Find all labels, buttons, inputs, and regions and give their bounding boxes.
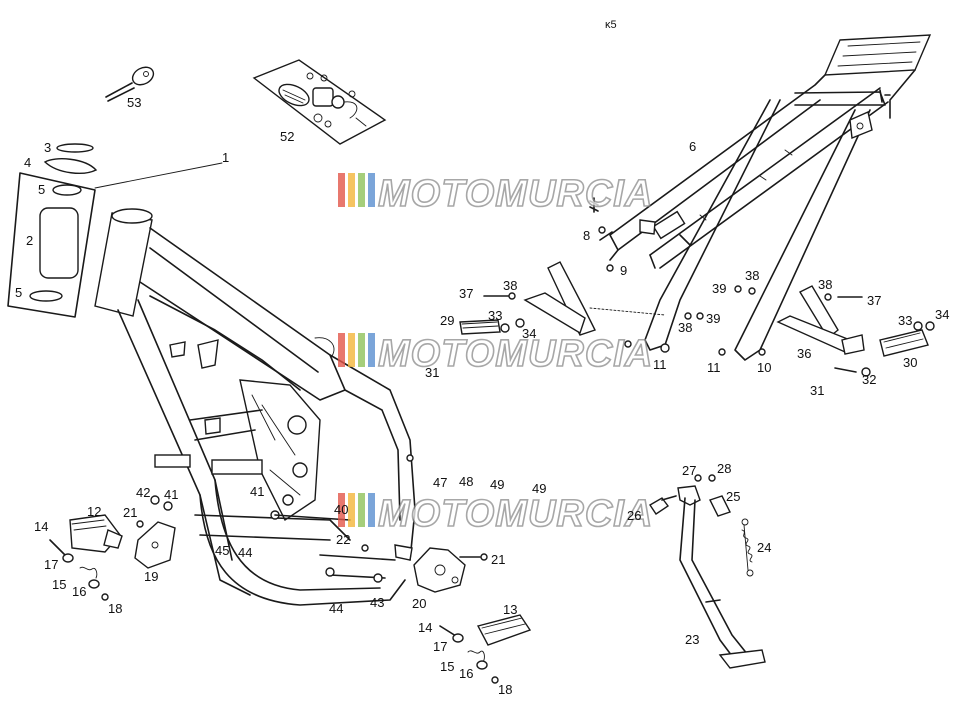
callout-18: 18: [108, 601, 122, 616]
callout-2: 2: [26, 233, 33, 248]
side-stand-drawing: [649, 474, 766, 669]
callout-17: 17: [44, 557, 58, 572]
callout-23: 23: [685, 632, 699, 647]
callout-32: 32: [862, 372, 876, 387]
callout-45: 45: [215, 543, 229, 558]
watermark-stripe-green: [358, 333, 365, 367]
callout-11: 11: [653, 357, 667, 372]
callout-25: 25: [726, 489, 740, 504]
watermark-stripe-orange: [348, 333, 355, 367]
callout-13: 13: [503, 602, 517, 617]
callout-19: 19: [144, 569, 158, 584]
callout-27: 27: [682, 463, 696, 478]
callout-47: 47: [433, 475, 447, 490]
callout-9: 9: [620, 263, 627, 278]
figure-mark: ĸ5: [605, 19, 617, 31]
passenger-footpeg-parts-drawing: [459, 197, 935, 377]
watermark-stripe-blue: [368, 333, 375, 367]
callout-36: 36: [797, 346, 811, 361]
callout-30: 30: [903, 355, 917, 370]
steering-bearing-parts-drawing: [7, 143, 223, 318]
callout-6: 6: [689, 139, 696, 154]
callout-8: 8: [583, 228, 590, 243]
callout-15: 15: [52, 577, 66, 592]
main-frame-drawing: [94, 208, 416, 606]
callout-10: 10: [757, 360, 771, 375]
callout-39: 39: [712, 281, 726, 296]
callout-28: 28: [717, 461, 731, 476]
watermark-top: MOTOMURCIA: [338, 172, 653, 216]
callout-5: 5: [15, 285, 22, 300]
callout-38: 38: [503, 278, 517, 293]
callout-21: 21: [123, 505, 137, 520]
callout-24: 24: [757, 540, 771, 555]
callout-29: 29: [440, 313, 454, 328]
watermark-stripe-red: [338, 173, 345, 207]
callout-16: 16: [459, 666, 473, 681]
callout-34: 34: [522, 326, 536, 341]
callout-37: 37: [459, 286, 473, 301]
callout-18: 18: [498, 682, 512, 697]
callout-12: 12: [87, 504, 101, 519]
watermark-stripe-red: [338, 333, 345, 367]
callout-31: 31: [810, 383, 824, 398]
right-footpeg-assembly-drawing: [413, 547, 532, 684]
callout-38: 38: [745, 268, 759, 283]
callout-14: 14: [418, 620, 432, 635]
watermark-stripe-green: [358, 493, 365, 527]
callout-41: 41: [250, 484, 264, 499]
callout-20: 20: [412, 596, 426, 611]
callout-48: 48: [459, 474, 473, 489]
watermark-text: MOTOMURCIA: [378, 493, 653, 535]
watermark-middle: MOTOMURCIA: [338, 332, 653, 376]
callout-37: 37: [867, 293, 881, 308]
callout-26: 26: [627, 508, 641, 523]
callout-15: 15: [440, 659, 454, 674]
watermark-stripe-blue: [368, 173, 375, 207]
ignition-key-drawing: [105, 66, 155, 102]
rear-subframe-drawing: [599, 34, 932, 361]
callout-38: 38: [678, 320, 692, 335]
callout-22: 22: [336, 532, 350, 547]
callout-34: 34: [935, 307, 949, 322]
callout-3: 3: [44, 140, 51, 155]
callout-44: 44: [238, 545, 252, 560]
callout-38: 38: [818, 277, 832, 292]
watermark-text: MOTOMURCIA: [378, 173, 653, 215]
watermark-stripe-orange: [348, 493, 355, 527]
left-footpeg-assembly-drawing: [49, 495, 176, 601]
callout-43: 43: [370, 595, 384, 610]
callout-33: 33: [898, 313, 912, 328]
callout-21: 21: [491, 552, 505, 567]
watermark-stripe-orange: [348, 173, 355, 207]
lock-set-kit-drawing: [252, 59, 387, 145]
callout-42: 42: [136, 485, 150, 500]
watermark-text: MOTOMURCIA: [378, 333, 653, 375]
watermark-bottom: MOTOMURCIA: [338, 492, 653, 536]
callout-53: 53: [127, 95, 141, 110]
callout-14: 14: [34, 519, 48, 534]
callout-52: 52: [280, 129, 294, 144]
watermark-stripe-red: [338, 493, 345, 527]
watermark-stripe-blue: [368, 493, 375, 527]
watermark-stripe-green: [358, 173, 365, 207]
callout-40: 40: [334, 502, 348, 517]
callout-17: 17: [433, 639, 447, 654]
callout-41: 41: [164, 487, 178, 502]
callout-5: 5: [38, 182, 45, 197]
callout-44: 44: [329, 601, 343, 616]
callout-39: 39: [706, 311, 720, 326]
callout-labels: 1 2 3 4 5 5 6 8 9 10 11 11 12 13 14 14 1…: [15, 95, 949, 697]
callout-16: 16: [72, 584, 86, 599]
callout-33: 33: [488, 308, 502, 323]
callout-11: 11: [707, 360, 721, 375]
callout-49: 49: [532, 481, 546, 496]
callout-4: 4: [24, 155, 31, 170]
callout-49: 49: [490, 477, 504, 492]
callout-1: 1: [222, 150, 229, 165]
callout-31: 31: [425, 365, 439, 380]
